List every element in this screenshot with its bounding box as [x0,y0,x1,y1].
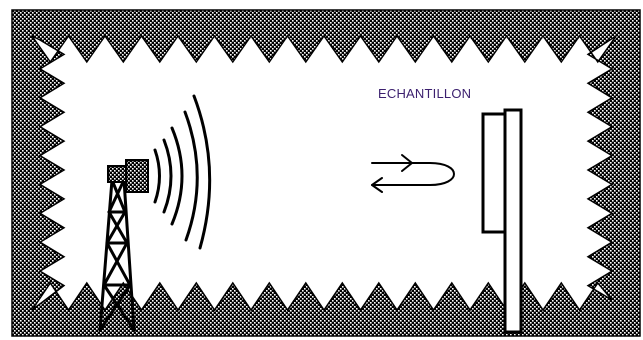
chamber-walls [11,9,641,337]
emitted-waves [153,94,212,250]
round-trip-arrow [371,154,455,193]
antenna-head [107,159,149,193]
sample-label: ECHANTILLON [378,86,472,101]
lattice-tower [98,178,136,332]
sample-stand [481,108,523,334]
absorber-cones [11,9,641,337]
